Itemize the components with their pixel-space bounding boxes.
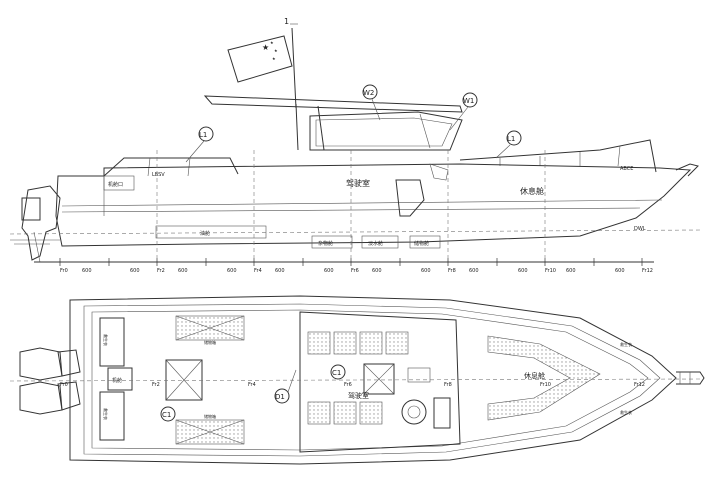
plan-frame-4: Fr4 <box>248 382 256 388</box>
locker-1: 储物箱 <box>204 339 216 345</box>
wheelhouse-label: 驾驶室 <box>346 178 370 188</box>
svg-text:W2: W2 <box>363 89 374 97</box>
side-frame-10: Fr10 <box>545 268 556 274</box>
callout-w2: W2 <box>362 84 381 121</box>
svg-text:L1: L1 <box>199 131 207 139</box>
stern-box-label: 机舱口 <box>108 181 123 188</box>
svg-text:★: ★ <box>272 56 276 61</box>
spacing-4: 600 <box>227 268 237 274</box>
side-label-1: 救生衣 <box>103 334 109 346</box>
side-label-2: 救生衣 <box>103 408 109 420</box>
callout-l1-aft: L1 <box>185 126 214 163</box>
side-label-4: 救生衣 <box>620 409 632 415</box>
callout-l1-fore: L1 <box>495 130 522 159</box>
spacing-10: 600 <box>518 268 528 274</box>
waterline-mark: DWL <box>634 226 646 232</box>
callout-d1: D1 <box>274 369 297 404</box>
side-frame-12: Fr12 <box>642 268 653 274</box>
aft-rail <box>103 157 239 177</box>
svg-text:L1: L1 <box>507 135 515 143</box>
svg-text:★: ★ <box>274 48 278 53</box>
mast-mark: 1 <box>284 17 289 26</box>
compartment-2: 杂物舱 <box>318 240 333 247</box>
helm-seat <box>395 179 425 217</box>
side-label-3: 救生衣 <box>620 341 632 347</box>
hardtop-roof <box>203 95 463 113</box>
side-frame-8: Fr8 <box>448 268 456 274</box>
v-berth <box>487 335 601 421</box>
spacing-3: 600 <box>178 268 188 274</box>
svg-text:★: ★ <box>270 40 274 45</box>
svg-text:C1: C1 <box>332 369 341 377</box>
svg-text:D1: D1 <box>275 393 285 401</box>
side-frame-6: Fr6 <box>351 268 359 274</box>
cabin-label: 休息舱 <box>520 186 544 196</box>
svg-text:★: ★ <box>262 43 269 52</box>
callout-c1-wheelhouse: C1 <box>330 364 346 380</box>
windshield <box>309 111 463 151</box>
compartment-4: 储物舱 <box>414 240 429 247</box>
spacing-11: 600 <box>566 268 576 274</box>
plan-frame-6: Fr6 <box>344 382 352 388</box>
bow-code: ABCE <box>620 166 633 172</box>
plan-view: 救生衣 救生衣 机舱 储物箱 储物箱 <box>9 295 705 465</box>
locker-2: 储物箱 <box>204 413 216 419</box>
deck-outline <box>69 295 677 465</box>
hull-side <box>55 163 692 247</box>
spacing-9: 600 <box>469 268 479 274</box>
flag: ★ ★ ★ ★ 1 <box>227 17 298 109</box>
svg-text:C1: C1 <box>162 411 171 419</box>
side-elevation: ★ ★ ★ ★ 1 机舱口 LBSV ABCE <box>9 17 701 274</box>
compartment-1: 油舱 <box>200 230 210 237</box>
plan-cabin-label: 休息舱 <box>524 371 545 380</box>
side-frame-4: Fr4 <box>254 268 262 274</box>
outboard-engine <box>21 185 61 263</box>
wheelhouse-floor <box>307 331 451 429</box>
spacing-5: 600 <box>275 268 285 274</box>
compartment-3: 淡水舱 <box>368 240 383 247</box>
spacing-1: 600 <box>82 268 92 274</box>
plan-frame-10: Fr10 <box>540 382 551 388</box>
side-frame-0: Fr0 <box>60 268 68 274</box>
plan-frame-0: Fr0 <box>60 382 68 388</box>
plan-wheelhouse-label: 驾驶室 <box>348 391 369 400</box>
callout-w1: W1 <box>449 92 478 131</box>
aft-hatches: 储物箱 储物箱 <box>165 315 245 445</box>
spacing-2: 600 <box>130 268 140 274</box>
spacing-6: 600 <box>324 268 334 274</box>
callout-c1-aft: C1 <box>160 406 176 422</box>
fore-rail <box>459 139 657 173</box>
plan-frame-8: Fr8 <box>444 382 452 388</box>
spacing-12: 600 <box>615 268 625 274</box>
spacing-8: 600 <box>421 268 431 274</box>
spacing-7: 600 <box>372 268 382 274</box>
plan-frame-2: Fr2 <box>152 382 160 388</box>
plan-frame-12: Fr12 <box>634 382 645 388</box>
side-frame-2: Fr2 <box>157 268 165 274</box>
svg-text:W1: W1 <box>463 97 474 105</box>
hull-code: LBSV <box>152 172 165 178</box>
